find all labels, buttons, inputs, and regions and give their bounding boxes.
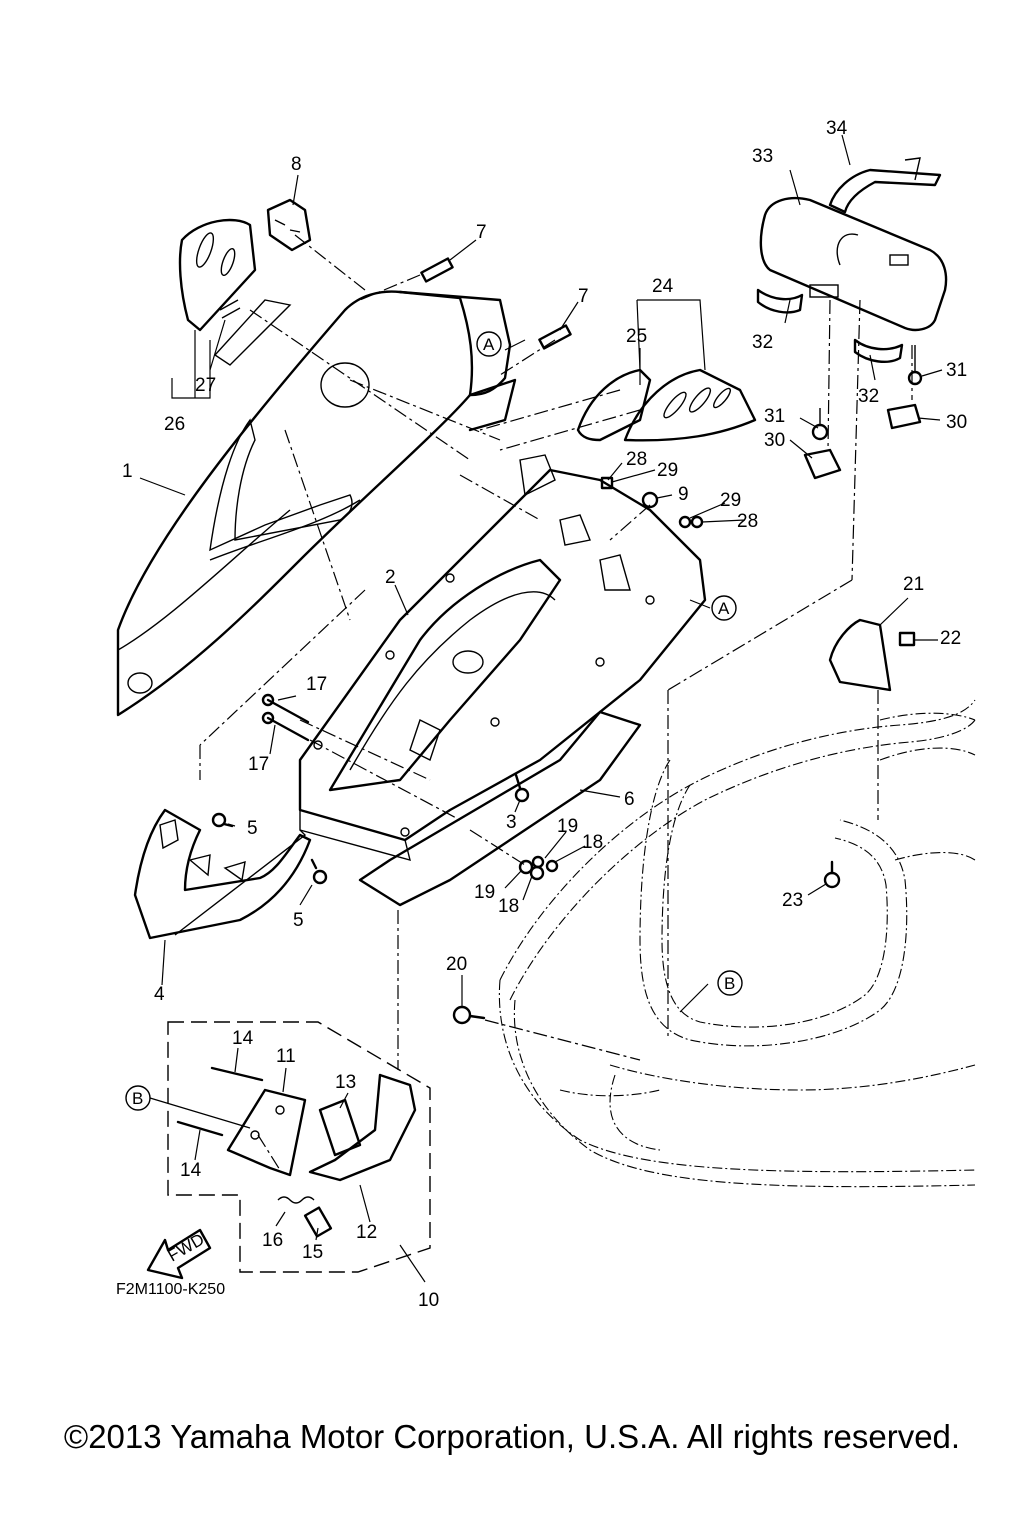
callout-20: 20 <box>446 954 467 975</box>
callout-16: 16 <box>262 1230 283 1251</box>
callout-10: 10 <box>418 1290 439 1311</box>
part-10-assembly <box>167 1021 431 1273</box>
callout-29-lower: 29 <box>720 490 741 511</box>
ref-b-right: B <box>724 974 735 993</box>
part-1-hood <box>116 290 517 717</box>
callout-17-upper: 17 <box>306 674 327 695</box>
callout-30-right: 30 <box>946 412 967 433</box>
callout-32-left: 32 <box>752 332 773 353</box>
callout-31-left: 31 <box>764 406 785 427</box>
ref-a-upper: A <box>483 335 495 354</box>
callout-32-right: 32 <box>858 386 879 407</box>
part-34-strap <box>828 157 942 214</box>
ref-a-lower: A <box>718 599 730 618</box>
callout-7-lower: 7 <box>578 286 589 307</box>
part-6-mat <box>358 710 642 907</box>
leader-lines <box>139 134 943 1283</box>
callout-4: 4 <box>154 984 165 1005</box>
callout-11: 11 <box>276 1046 296 1067</box>
callout-24: 24 <box>652 276 674 297</box>
callout-5-upper: 5 <box>247 818 258 839</box>
callout-6: 6 <box>624 789 635 810</box>
part-8-switch <box>266 198 312 252</box>
callout-2: 2 <box>385 567 396 588</box>
callout-5-lower: 5 <box>293 910 304 931</box>
callout-18-lower: 18 <box>498 896 519 917</box>
fasteners <box>211 476 916 1025</box>
callout-14-upper: 14 <box>232 1028 254 1049</box>
part-24-25-side-panel <box>576 368 757 442</box>
callout-27: 27 <box>195 375 216 396</box>
callout-33: 33 <box>752 146 773 167</box>
callout-labels: 1 2 3 4 5 5 6 7 7 8 9 10 11 12 13 14 14 … <box>122 118 967 1311</box>
part-7-pin-upper <box>420 257 454 283</box>
callout-28-lower: 28 <box>737 511 758 532</box>
callout-3: 3 <box>506 812 517 833</box>
callout-26: 26 <box>164 414 185 435</box>
part-32-clamp-right <box>853 338 904 364</box>
part-7-pin-lower <box>538 324 572 350</box>
part-26-side-panel <box>178 218 292 366</box>
callout-19-lower: 19 <box>474 882 495 903</box>
callout-31-right: 31 <box>946 360 967 381</box>
callout-30-left: 30 <box>764 430 785 451</box>
callout-14-lower: 14 <box>180 1160 202 1181</box>
fwd-label: FWD <box>165 1230 208 1266</box>
part-2-deck-body <box>298 454 707 861</box>
callout-25: 25 <box>626 326 647 347</box>
callout-23: 23 <box>782 890 803 911</box>
callout-21: 21 <box>903 574 924 595</box>
callout-15: 15 <box>302 1242 323 1263</box>
part-4-front-grill <box>133 808 312 940</box>
callout-17-lower: 17 <box>248 754 269 775</box>
callout-8: 8 <box>291 154 302 175</box>
callout-22: 22 <box>940 628 961 649</box>
callout-7-upper: 7 <box>476 222 487 243</box>
part-30-31-holders <box>803 345 923 480</box>
hull-outline <box>498 699 976 1188</box>
callout-28-upper: 28 <box>626 449 647 470</box>
callout-12: 12 <box>356 1222 377 1243</box>
connection-lines <box>199 234 913 1171</box>
callout-29-upper: 29 <box>657 460 678 481</box>
part-33-storage-cover <box>759 196 948 332</box>
callout-19-upper: 19 <box>557 816 578 837</box>
copyright-notice: ©2013 Yamaha Motor Corporation, U.S.A. A… <box>63 1418 961 1455</box>
part-32-clamp-left <box>756 288 804 314</box>
callout-34: 34 <box>826 118 848 139</box>
reference-markers: A A B B <box>125 331 743 1111</box>
callout-1: 1 <box>122 461 133 482</box>
callout-18-upper: 18 <box>582 832 603 853</box>
diagram-code: F2M1100-K250 <box>116 1281 226 1298</box>
ref-b-left: B <box>132 1089 143 1108</box>
callout-9: 9 <box>678 484 689 505</box>
callout-13: 13 <box>335 1072 356 1093</box>
fwd-arrow-icon: FWD <box>146 1228 212 1280</box>
